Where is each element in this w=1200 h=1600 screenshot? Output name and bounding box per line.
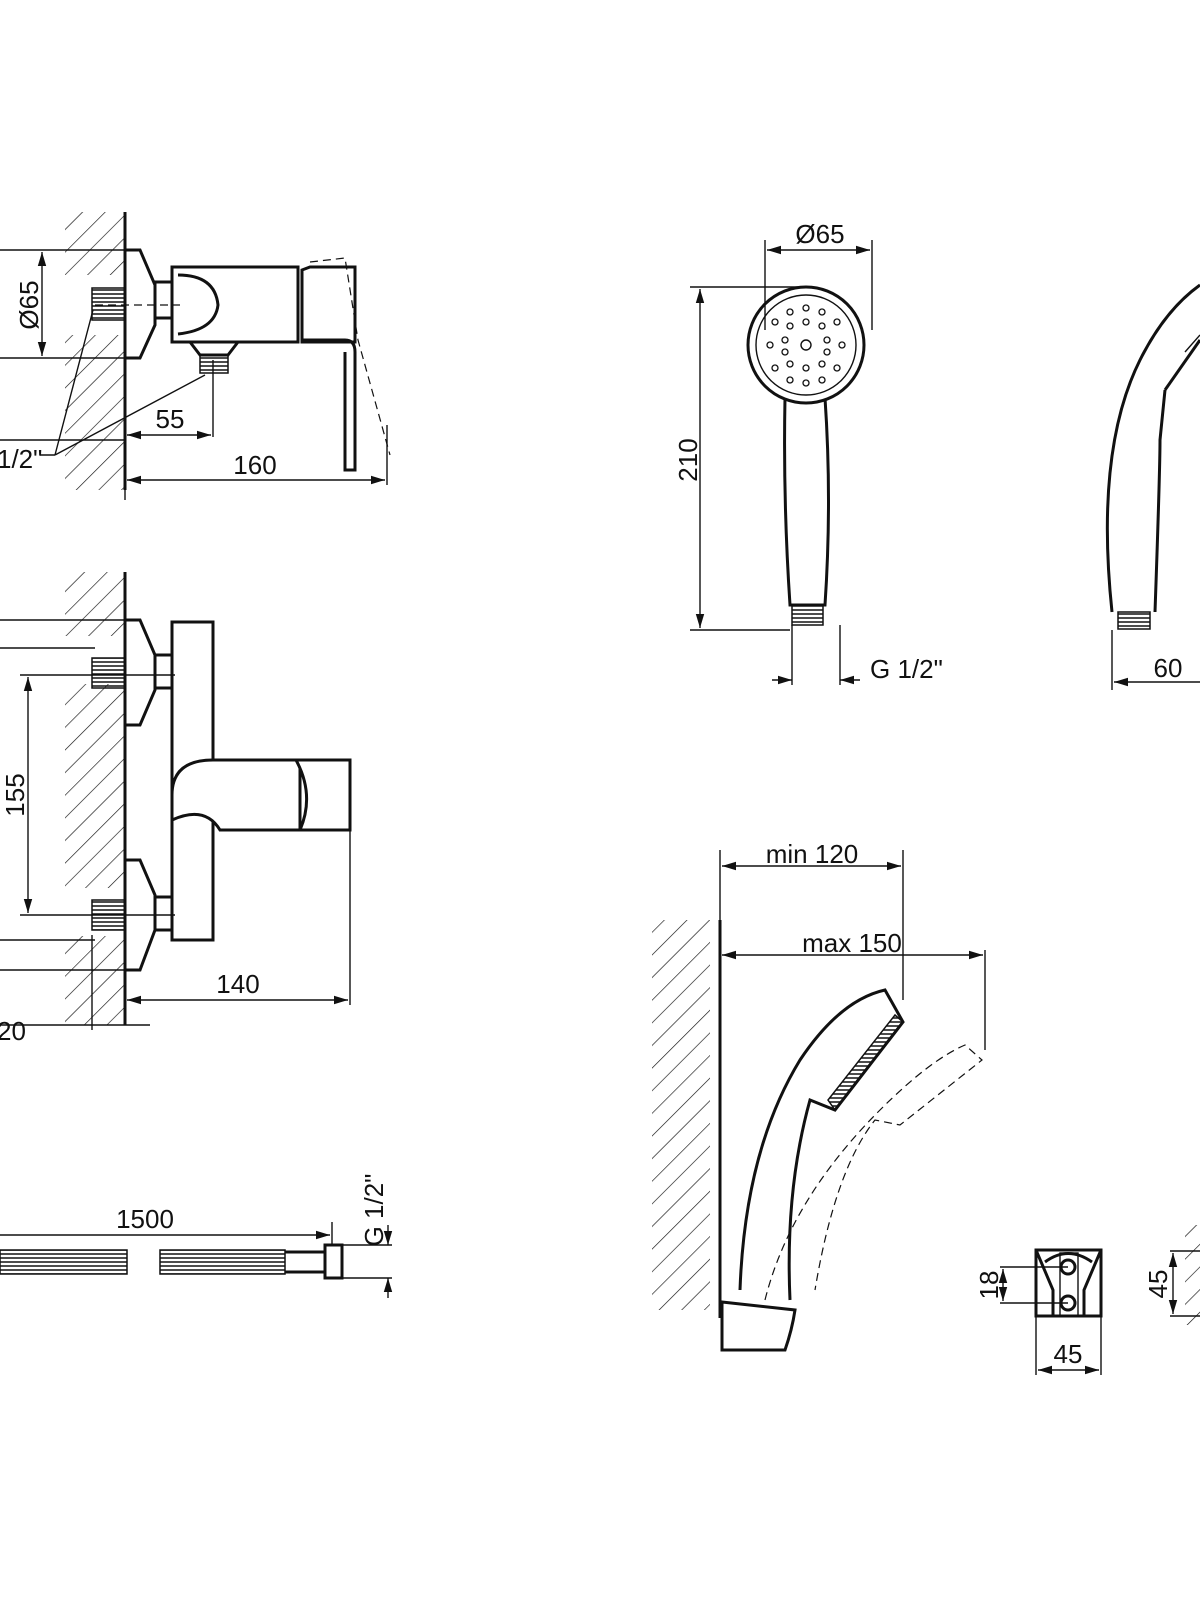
- holder-width-label: 45: [1054, 1339, 1083, 1369]
- hole-spacing-label: 18: [974, 1271, 1004, 1300]
- top-diameter-label: Ø65: [14, 280, 44, 329]
- center-distance-label: 155: [0, 773, 30, 816]
- mixer-top-view: Ø65 55 160 1/2": [0, 212, 391, 500]
- shower-thread-label: G 1/2": [870, 654, 943, 684]
- holder-height-label: 45: [1143, 1270, 1173, 1299]
- holder-front: 18 45: [974, 1248, 1103, 1375]
- front-offset-label: 20: [0, 1016, 26, 1046]
- top-thread-label: 1/2": [0, 444, 42, 474]
- front-depth-label: 140: [216, 969, 259, 999]
- holder-side: 45: [1143, 1225, 1200, 1325]
- hand-shower-front: Ø65 210 G 1/2": [673, 219, 943, 685]
- hose-thread-label: G 1/2": [359, 1174, 389, 1247]
- shower-on-holder: min 120 max 150: [652, 839, 986, 1352]
- outlet-offset-label: 55: [156, 404, 185, 434]
- shower-side-width-label: 60: [1154, 653, 1183, 683]
- hose-length-label: 1500: [116, 1204, 174, 1234]
- min-reach-label: min 120: [766, 839, 859, 869]
- shower-length-label: 210: [673, 438, 703, 481]
- top-length-label: 160: [233, 450, 276, 480]
- hand-shower-side: 60: [1105, 283, 1200, 690]
- shower-diameter-label: Ø65: [795, 219, 844, 249]
- mixer-front-view: 155 140 20: [0, 572, 352, 1046]
- max-reach-label: max 150: [802, 928, 902, 958]
- hose: 1500 G 1/2": [0, 1174, 393, 1298]
